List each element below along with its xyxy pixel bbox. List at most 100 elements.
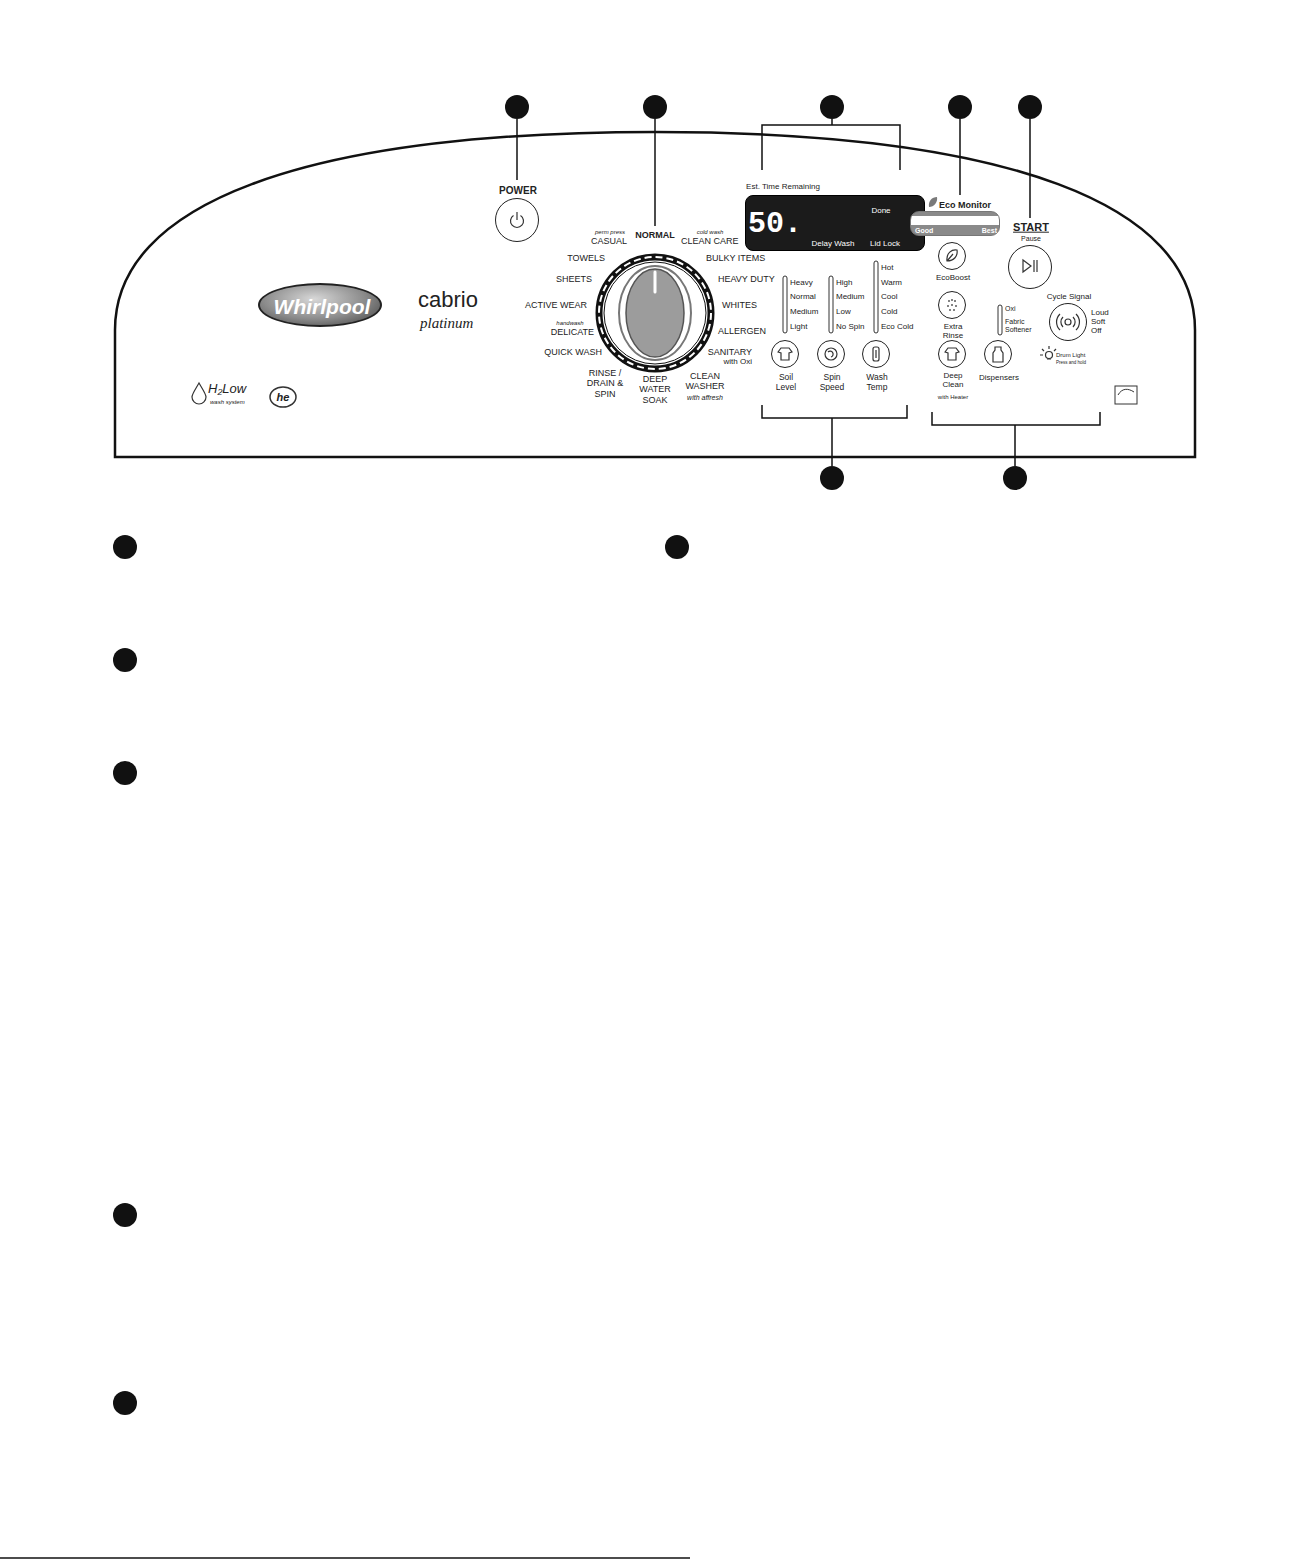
button-icon: [1065, 319, 1071, 325]
leaf-icon: [929, 197, 937, 207]
panel-label: DEEP WATER SOAK: [637, 374, 673, 405]
panel-text: Best: [982, 227, 997, 235]
button-label: EcoBoost: [936, 273, 970, 282]
logo-art: [1118, 389, 1134, 395]
panel-label: ACTIVE WEAR: [525, 300, 587, 310]
callout-dot: [820, 95, 844, 119]
page-rule: [0, 1558, 690, 1559]
callout-dot: [113, 1203, 137, 1227]
leader-line: [762, 119, 900, 170]
panel-label: QUICK WASH: [544, 347, 602, 357]
panel-text: Done: [871, 206, 890, 215]
button-label: Whirlpool: [274, 295, 371, 319]
status-display: 50.Delay WashDoneLid Lock: [745, 195, 925, 251]
panel-text: with Heater: [938, 394, 968, 401]
panel-text: Lid Lock: [870, 239, 900, 248]
button-icon: [516, 212, 517, 220]
panel-label: CLEAN CARE: [681, 236, 739, 246]
leader-line: [1029, 119, 1031, 218]
button-label: Spin Speed: [815, 373, 849, 393]
button-label: START: [1013, 221, 1049, 234]
panel-label: Est. Time Remaining: [746, 182, 820, 191]
button-icon: [1023, 260, 1031, 272]
button-label: Wash Temp: [860, 373, 894, 393]
button-label: Soil Level: [769, 373, 803, 393]
leader-line: [517, 119, 1100, 466]
panel-label: WHITES: [722, 300, 757, 310]
callout-dot: [1018, 95, 1042, 119]
button-icon: [1046, 352, 1053, 359]
panel-label: Fabric Softener: [1005, 318, 1041, 334]
callout-dot: [113, 1391, 137, 1415]
callout-dot: [820, 466, 844, 490]
cycle-dial: [599, 257, 711, 369]
panel-label: Medium: [790, 307, 818, 316]
button-icon: [875, 350, 876, 358]
panel-label: Medium: [836, 292, 864, 301]
leaf-icon: [929, 197, 937, 207]
cycle-dial: [599, 257, 711, 369]
eco-monitor-bar: Eco MonitorGoodBest: [910, 211, 1000, 236]
button-label: Extra Rinse: [936, 322, 970, 340]
panel-label: wash system: [210, 399, 245, 406]
panel-label: Loud: [1091, 308, 1109, 317]
option-button: Spin Speed: [817, 340, 845, 368]
button-label: 50.: [748, 207, 802, 242]
panel-label: platinum: [420, 315, 473, 332]
cycle-dial: [626, 269, 684, 357]
button-icon: [993, 347, 1003, 362]
leader-line: [516, 119, 518, 180]
panel-text: Good: [915, 227, 933, 235]
button-icon: [1057, 314, 1080, 330]
button-icon: [778, 348, 792, 360]
button-icon: [825, 348, 837, 360]
panel-label: High: [836, 278, 852, 287]
panel-label: Oxi: [1005, 305, 1016, 313]
button-icon: [1033, 260, 1034, 272]
panel-label: Normal: [790, 292, 816, 301]
button-icon: [947, 250, 957, 261]
panel-label: Eco Cold: [881, 322, 913, 331]
cycle-dial: [619, 266, 691, 360]
level-indicator: [829, 276, 833, 333]
leader-line: [959, 119, 961, 195]
panel-label: Heavy: [790, 278, 813, 287]
panel-label: Light: [790, 322, 807, 331]
button-icon: [948, 299, 956, 311]
panel-label: Press and hold: [1056, 360, 1086, 365]
panel-label: Cool: [881, 292, 897, 301]
panel-label: NORMAL: [635, 230, 675, 240]
option-button: EcoBoost: [938, 242, 966, 270]
panel-label: Low: [836, 307, 851, 316]
panel-label: with Oxi: [724, 357, 752, 366]
panel-label: Off: [1091, 326, 1102, 335]
button-label: Eco Monitor: [939, 200, 991, 210]
panel-label: SANITARY: [708, 347, 752, 357]
page-rule: [0, 1557, 690, 1559]
panel-label: CASUAL: [591, 236, 627, 246]
button-icon: [1036, 260, 1037, 272]
panel-label: H₂Low: [208, 382, 246, 397]
callout-dot: [948, 95, 972, 119]
panel-label: TOWELS: [567, 253, 605, 263]
power-button: POWER: [495, 198, 539, 242]
panel-label: CLEAN WASHER: [682, 371, 728, 392]
callout-dot: [113, 761, 137, 785]
logo-art: [1115, 386, 1137, 404]
button-icon: [873, 347, 879, 361]
panel-label: BULKY ITEMS: [706, 253, 765, 263]
option-button: Wash Temp: [862, 340, 890, 368]
panel-text: Pause: [1021, 235, 1041, 243]
button-icon: [828, 351, 833, 357]
level-indicator: [998, 305, 1002, 335]
panel-label: No Spin: [836, 322, 864, 331]
button-icon: [1040, 346, 1056, 359]
option-button: Soil Level: [771, 340, 799, 368]
leader-line: [654, 119, 656, 226]
callout-dot: [643, 95, 667, 119]
start-button: STARTPause: [1008, 245, 1052, 289]
cycle-dial: [654, 272, 657, 292]
panel-label: he: [277, 391, 290, 404]
button-label: POWER: [499, 185, 537, 197]
